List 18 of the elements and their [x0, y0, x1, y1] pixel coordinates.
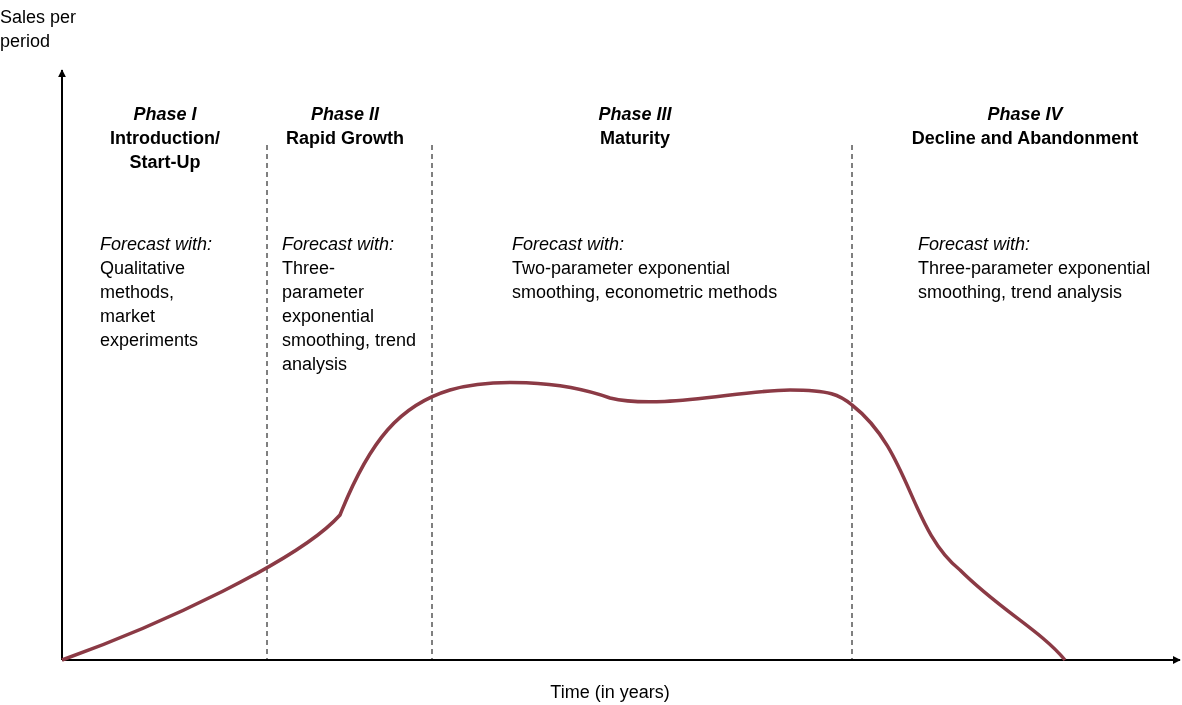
- phase-number: Phase II: [309, 103, 381, 126]
- axis-title: Time (in years): [549, 681, 671, 704]
- forecast-methods: Three-parameter exponential smoothing, trend analysis: [282, 257, 417, 376]
- forecast-methods: Three-parameter exponential smoothing, trend analysis: [918, 257, 1152, 304]
- axis-title: Sales per period: [0, 6, 78, 53]
- forecast-heading: Forecast with:: [512, 233, 626, 256]
- phase-number: Phase IV: [986, 103, 1065, 126]
- phase-name: Introduction/ Start-Up: [109, 127, 221, 174]
- forecast-heading: Forecast with:: [918, 233, 1032, 256]
- phase-name: Decline and Abandonment: [910, 127, 1140, 150]
- forecast-heading: Forecast with:: [100, 233, 214, 256]
- phase-number: Phase I: [132, 103, 198, 126]
- phase-name: Rapid Growth: [285, 127, 405, 150]
- phase-number: Phase III: [597, 103, 673, 126]
- forecast-methods: Two-parameter exponential smoothing, econometric methods: [512, 257, 779, 304]
- forecast-heading: Forecast with:: [282, 233, 396, 256]
- forecast-methods: Qualitative methods, market experiments: [100, 257, 200, 352]
- phase-name: Maturity: [599, 127, 671, 150]
